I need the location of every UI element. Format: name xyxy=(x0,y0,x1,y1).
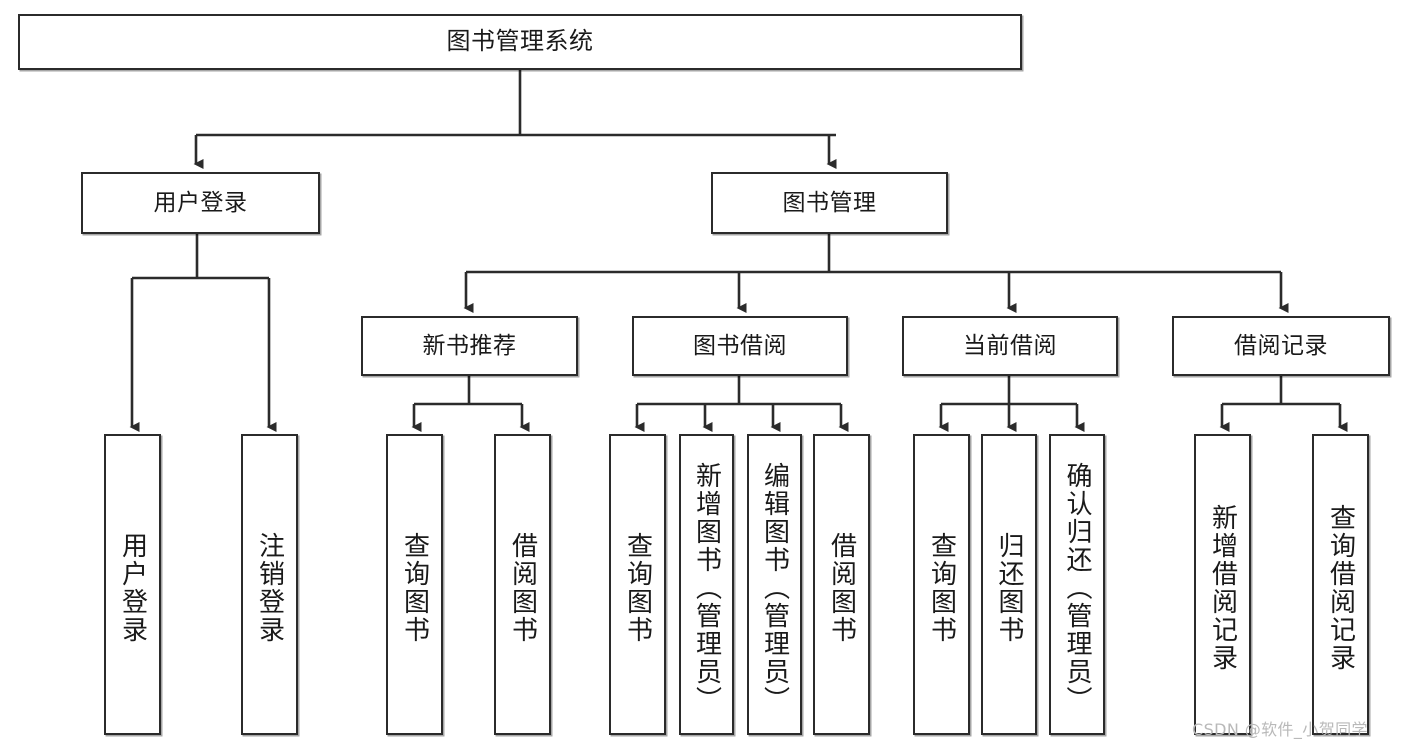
node-root-system[interactable]: 图书管理系统 xyxy=(18,14,1022,70)
leaf-logout[interactable]: 注销登录 xyxy=(241,434,298,735)
leaf-query-borrow-record[interactable]: 查询借阅记录 xyxy=(1312,434,1369,735)
leaf-query-book-1[interactable]: 查询图书 xyxy=(386,434,443,735)
node-label: 新增图书（管理员） xyxy=(691,461,722,714)
node-label: 注销登录 xyxy=(254,531,285,644)
leaf-confirm-return-admin[interactable]: 确认归还（管理员） xyxy=(1049,434,1105,735)
leaf-add-book-admin[interactable]: 新增图书（管理员） xyxy=(679,434,734,735)
node-new-book-recommend[interactable]: 新书推荐 xyxy=(361,316,578,376)
leaf-user-login[interactable]: 用户登录 xyxy=(104,434,161,735)
node-label: 查询图书 xyxy=(399,531,430,644)
node-label: 确认归还（管理员） xyxy=(1062,461,1092,714)
leaf-edit-book-admin[interactable]: 编辑图书（管理员） xyxy=(747,434,802,735)
node-label: 借阅图书 xyxy=(826,531,857,644)
node-label: 借阅记录 xyxy=(1234,332,1328,359)
node-label: 新书推荐 xyxy=(422,332,517,359)
node-label: 用户登录 xyxy=(117,531,148,644)
leaf-query-book-3[interactable]: 查询图书 xyxy=(913,434,970,735)
node-label: 图书管理 xyxy=(782,189,877,216)
node-label: 新增借阅记录 xyxy=(1207,503,1238,672)
leaf-query-book-2[interactable]: 查询图书 xyxy=(609,434,666,735)
leaf-add-borrow-record[interactable]: 新增借阅记录 xyxy=(1194,434,1251,735)
node-current-borrow[interactable]: 当前借阅 xyxy=(902,316,1118,376)
node-label: 查询图书 xyxy=(926,531,957,644)
watermark: CSDN @软件_小贺同学 xyxy=(1192,720,1368,739)
node-label: 借阅图书 xyxy=(507,531,538,644)
node-borrow-record[interactable]: 借阅记录 xyxy=(1172,316,1390,376)
node-label: 编辑图书（管理员） xyxy=(759,461,790,714)
node-label: 用户登录 xyxy=(153,189,248,216)
node-label: 查询借阅记录 xyxy=(1325,503,1356,672)
leaf-borrow-book-2[interactable]: 借阅图书 xyxy=(813,434,870,735)
node-label: 当前借阅 xyxy=(963,332,1057,359)
leaf-return-book[interactable]: 归还图书 xyxy=(981,434,1037,735)
node-user-login[interactable]: 用户登录 xyxy=(81,172,320,234)
leaf-borrow-book-1[interactable]: 借阅图书 xyxy=(494,434,551,735)
node-label: 归还图书 xyxy=(994,531,1024,644)
node-book-management[interactable]: 图书管理 xyxy=(711,172,948,234)
node-label: 图书借阅 xyxy=(693,332,787,359)
node-label: 查询图书 xyxy=(622,531,653,644)
node-book-borrow[interactable]: 图书借阅 xyxy=(632,316,848,376)
node-label: 图书管理系统 xyxy=(446,27,594,56)
